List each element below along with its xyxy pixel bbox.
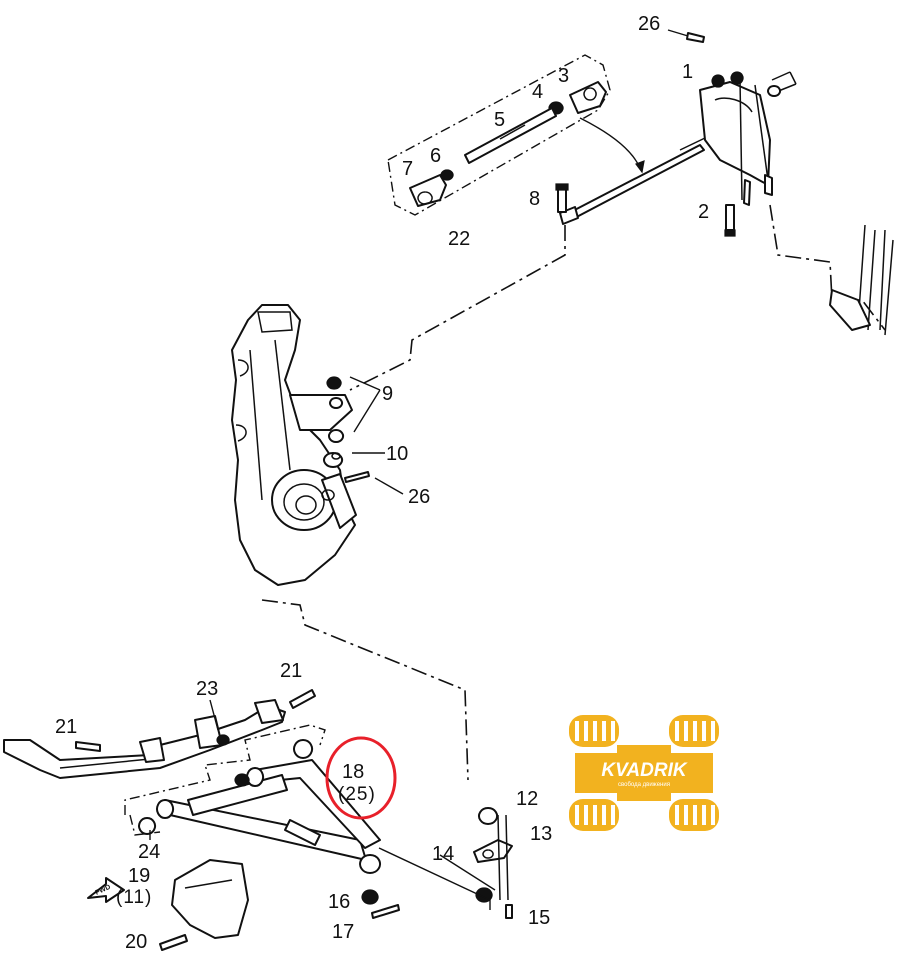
callout-4: 4: [532, 81, 543, 103]
callout-1: 1: [682, 61, 693, 83]
lower-arm-drawing: [3, 689, 496, 951]
callout-17: 17: [332, 921, 354, 943]
callout-9: 9: [382, 383, 393, 405]
callout-25: (25): [338, 784, 376, 805]
callout-labels: 26 1 3 4 5 6 7 22 8 2 9 10 26 21 21 23 1…: [55, 13, 709, 953]
callout-5: 5: [494, 109, 505, 131]
callout-8: 8: [529, 188, 540, 210]
callout-21-left: 21: [55, 716, 77, 738]
logo-tagline: свобода движения: [618, 782, 670, 788]
logo-brand: KVADRIK: [601, 760, 687, 781]
callout-10: 10: [386, 443, 408, 465]
callout-16: 16: [328, 891, 350, 913]
callout-7: 7: [402, 158, 413, 180]
callout-26-mid: 26: [408, 486, 430, 508]
callout-14: 14: [432, 843, 454, 865]
callout-3: 3: [558, 65, 569, 87]
steering-assembly-drawing: [349, 29, 894, 391]
knuckle-drawing: [231, 304, 469, 781]
callout-13: 13: [530, 823, 552, 845]
callout-22: 22: [448, 228, 470, 250]
callout-6: 6: [430, 145, 441, 167]
callout-12: 12: [516, 788, 538, 810]
callout-23: 23: [196, 678, 218, 700]
kvadrik-logo: KVADRIK свобода движения: [569, 715, 719, 831]
callout-15: 15: [528, 907, 550, 929]
callout-2: 2: [698, 201, 709, 223]
callout-26-top: 26: [638, 13, 660, 35]
callout-11: (11): [116, 887, 152, 908]
highlight-circle: [325, 736, 397, 820]
callout-18: 18: [342, 761, 364, 783]
callout-21-right: 21: [280, 660, 302, 682]
callout-24: 24: [138, 841, 160, 863]
link-drawing: [378, 807, 513, 919]
callout-19: 19: [128, 865, 150, 887]
callout-20: 20: [125, 931, 147, 953]
